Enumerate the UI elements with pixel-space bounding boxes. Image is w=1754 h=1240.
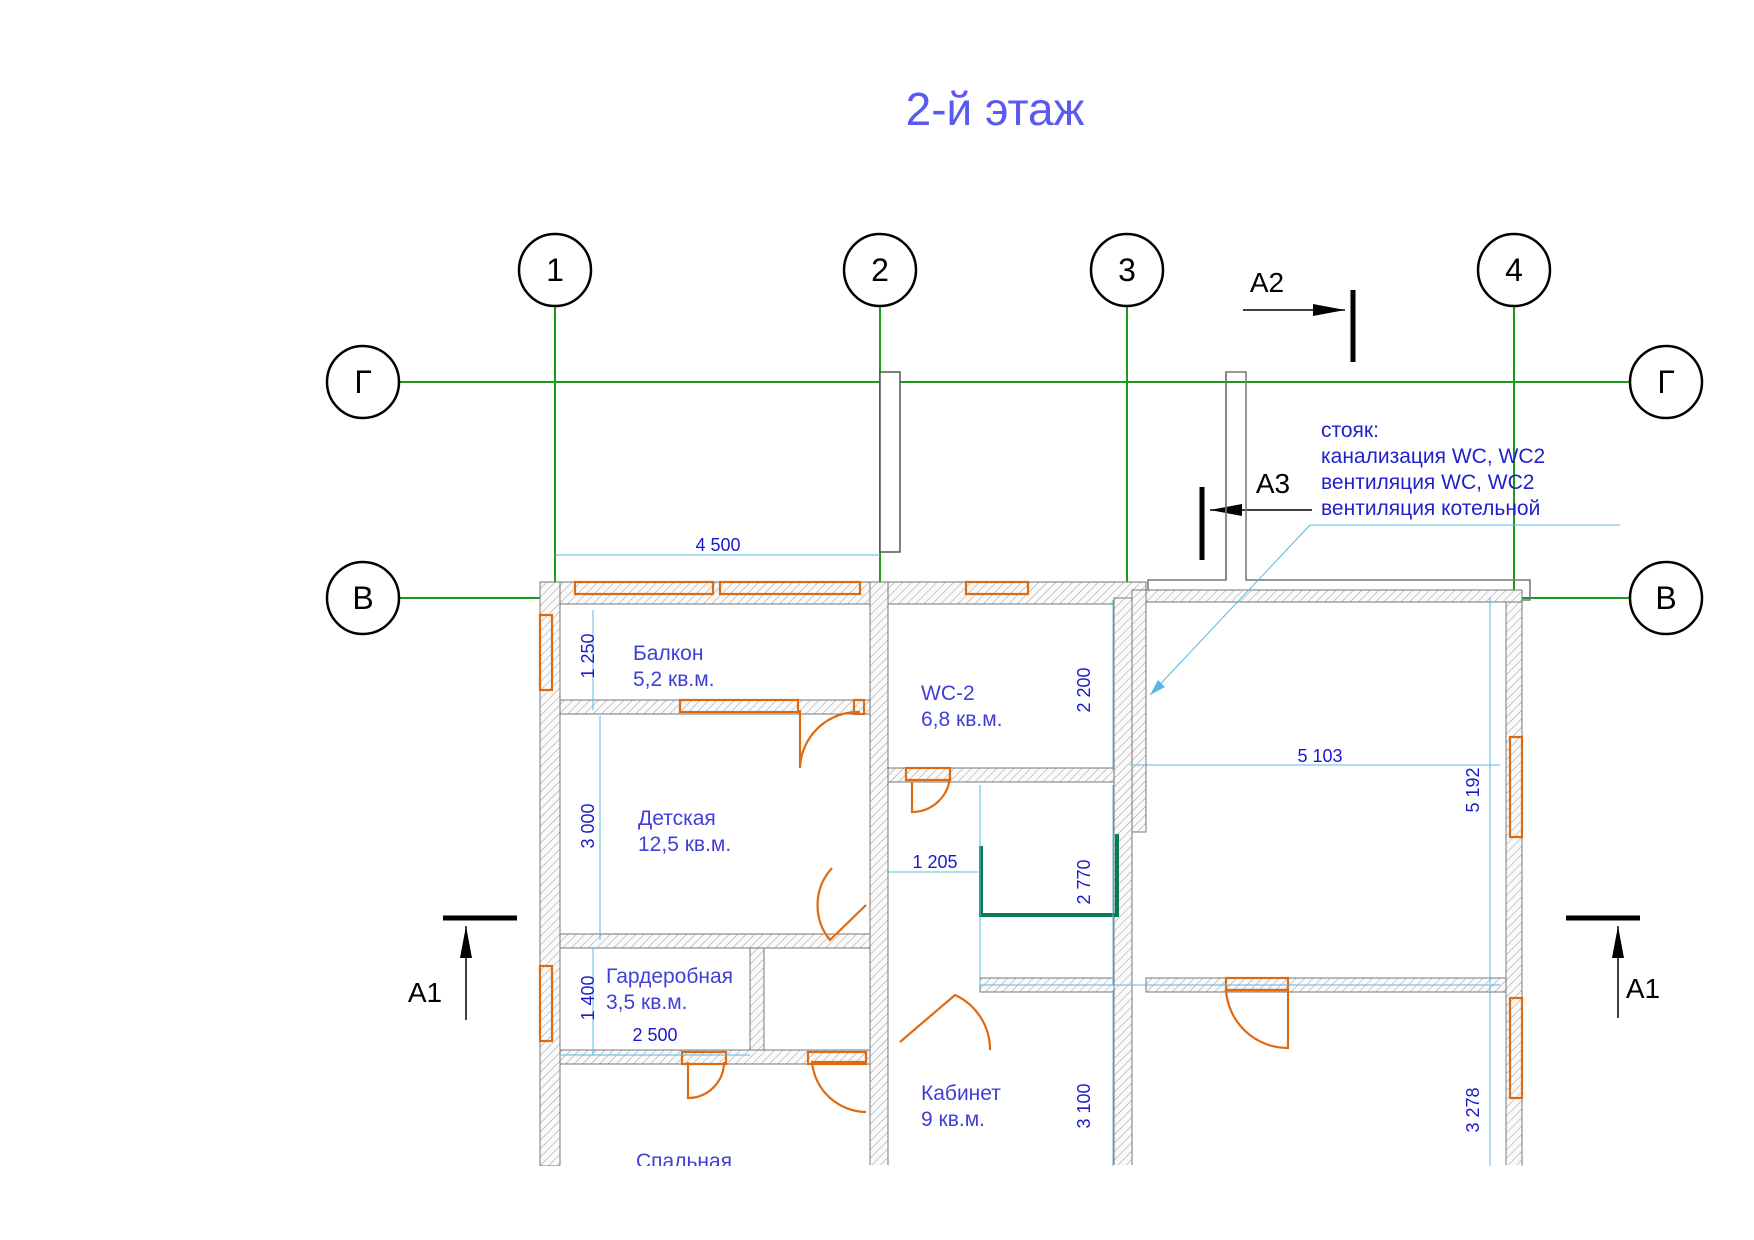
wall-right-top — [1145, 589, 1523, 603]
section-label-a2: A2 — [1250, 267, 1284, 298]
axis-label-v-right: В — [1655, 580, 1676, 616]
section-label-a3: A3 — [1256, 468, 1290, 499]
dim-3000: 3 000 — [578, 803, 598, 848]
door-study — [899, 993, 992, 1051]
dim-1250: 1 250 — [578, 633, 598, 678]
riser-note-sewer: канализация WC, WC2 — [1321, 445, 1545, 468]
axis-bubble-g-left — [325, 344, 401, 420]
dim-5192: 5 192 — [1463, 767, 1483, 812]
axis-bubble-4 — [1476, 232, 1552, 308]
shower-unit — [979, 834, 1119, 917]
door-bedroom — [810, 1060, 867, 1114]
axis-bubble-g-right — [1628, 344, 1704, 420]
axis-bubble-3 — [1089, 232, 1165, 308]
axis-bubble-2 — [842, 232, 918, 308]
door-right — [1224, 988, 1290, 1050]
axis-label-g-left: Г — [354, 364, 371, 400]
room-study-area: 9 кв.м. — [921, 1108, 985, 1131]
door-wardrobe — [686, 1061, 726, 1100]
axis-bubbles — [325, 232, 1704, 636]
door-kids — [816, 867, 867, 942]
axis-label-2: 2 — [871, 252, 889, 288]
axis-bubble-v-right — [1628, 560, 1704, 636]
window-wc — [964, 580, 1030, 596]
dim-2500: 2 500 — [632, 1025, 677, 1045]
section-marker-a1-left — [443, 915, 517, 1020]
dim-3100: 3 100 — [1074, 1083, 1094, 1128]
riser-note-vent-wc: вентиляция WC, WC2 — [1321, 471, 1534, 494]
windows — [538, 580, 1524, 1100]
dim-1400: 1 400 — [578, 975, 598, 1020]
door-wc — [910, 775, 952, 814]
axis-bubble-1 — [517, 232, 593, 308]
room-wardrobe-name: Гардеробная — [606, 965, 733, 988]
window-balcony-left — [538, 613, 554, 692]
section-label-a1-left: A1 — [408, 977, 442, 1008]
dim-4500: 4 500 — [695, 535, 740, 555]
room-study-name: Кабинет — [921, 1082, 1001, 1105]
dim-2200: 2 200 — [1074, 667, 1094, 712]
wall-kids-bottom — [559, 933, 871, 949]
section-marker-a1-right — [1566, 915, 1640, 1018]
window-balcony-2 — [718, 580, 862, 596]
wall-right — [1505, 597, 1523, 1167]
riser-shafts — [879, 371, 1531, 601]
axis-label-3: 3 — [1118, 252, 1136, 288]
room-wardrobe-area: 3,5 кв.м. — [606, 991, 687, 1014]
riser-note-title: стояк: — [1321, 419, 1379, 442]
window-balcony-door — [678, 698, 800, 714]
window-wardrobe-left — [538, 964, 554, 1043]
dim-2770: 2 770 — [1074, 859, 1094, 904]
section-label-a1-right: A1 — [1626, 973, 1660, 1004]
wall-left — [539, 581, 561, 1167]
grid-lines — [400, 305, 1630, 1165]
window-right-1 — [1508, 735, 1524, 839]
dim-3278: 3 278 — [1463, 1087, 1483, 1132]
door-balcony — [798, 710, 861, 769]
window-right-2 — [1508, 996, 1524, 1100]
axis-label-4: 4 — [1505, 252, 1523, 288]
axis-bubble-v-left — [325, 560, 401, 636]
wall-axis2 — [869, 581, 889, 1167]
room-balcony-name: Балкон — [633, 642, 703, 665]
wall-wardrobe-right — [749, 947, 765, 1051]
riser-note-vent-boiler: вентиляция котельной — [1321, 497, 1540, 520]
wall-axis3b — [1131, 589, 1147, 833]
wall-wc-bottom — [887, 767, 1115, 783]
room-wc2-name: WC-2 — [921, 682, 975, 705]
room-wc2-area: 6,8 кв.м. — [921, 708, 1002, 731]
room-kids-name: Детская — [638, 807, 716, 830]
section-marker-a2 — [1243, 290, 1356, 362]
dim-5103: 5 103 — [1297, 746, 1342, 766]
axis-label-v-left: В — [352, 580, 373, 616]
axis-label-1: 1 — [546, 252, 564, 288]
axis-label-g-right: Г — [1657, 364, 1674, 400]
room-balcony-area: 5,2 кв.м. — [633, 668, 714, 691]
dimension-lines — [555, 524, 1620, 1166]
room-kids-area: 12,5 кв.м. — [638, 833, 731, 856]
window-balcony-1 — [573, 580, 715, 596]
page-title: 2-й этаж — [906, 83, 1085, 135]
dim-1205: 1 205 — [912, 852, 957, 872]
doors — [680, 698, 1290, 1114]
